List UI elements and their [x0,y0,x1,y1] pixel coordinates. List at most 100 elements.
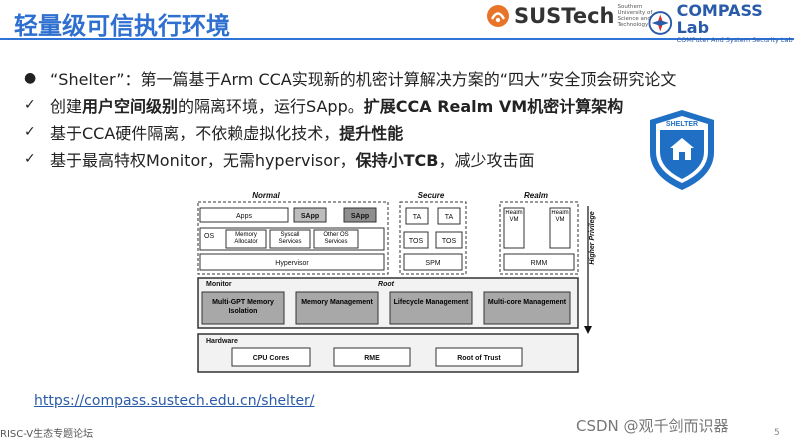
compass-logo-name: COMPASS Lab [676,1,763,37]
ta-label: TA [413,214,422,221]
monitor-label: Monitor [206,281,232,288]
title-divider [0,38,794,40]
secure-world-frame [399,201,467,275]
hypervisor-box [199,253,385,271]
rmm-label: RMM [531,260,548,267]
rme-box [333,347,411,367]
bullet-emphasis: 保持小TCB [355,150,439,170]
sapp-box [343,207,377,223]
realm-vm-box [549,207,571,249]
bullet-item: ● “Shelter”：第一篇基于Arm CCA实现新的机密计算解决方案的“四大… [24,64,676,91]
ta-box [437,207,461,225]
other-os-services-box [313,229,359,249]
multicore-management-label: Multi-core Management [487,299,567,306]
sustech-emblem-icon [487,5,509,27]
multi-gpt-wrap: Multi-GPT Memory Isolation [212,299,274,315]
realm-vm-label: Realm VM [505,210,523,223]
tos-label: TOS [409,238,424,245]
footer-watermark: CSDN @观千剑而识器 [576,417,729,435]
spm-box [403,253,463,271]
memory-management-label: Memory Management [301,299,373,306]
memory-management-wrap: Memory Management [301,299,373,306]
lifecycle-management-box [389,291,473,325]
higher-privilege-label: Higher Privilege [589,211,596,264]
bullet-item: ✓ 基于最高特权Monitor，无需hypervisor， 保持小TCB ，减少… [24,145,584,172]
lifecycle-management-wrap: Lifecycle Management [393,299,469,306]
bullet-text: 的隔离环境，运行SApp。 [178,96,364,116]
bullet-text: 创建 [50,96,83,116]
apps-label: Apps [236,213,252,220]
other-os-services-wrap: Other OS Services [323,232,349,245]
root-of-trust-box [435,347,523,367]
ta-label: TA [445,214,454,221]
hardware-label: Hardware [206,338,238,345]
footer-forum-label: RISC-V生态专题论坛 [0,429,94,440]
multi-gpt-label: Multi-GPT Memory Isolation [212,299,274,315]
compass-logo-sub: COMPuter And System Security Lab [676,36,793,44]
bullet-item: ✓ 基于CCA硬件隔离，不依赖虚拟化技术， 提升性能 [24,118,584,145]
check-icon: ✓ [24,123,36,140]
realm-vm-label: Realm VM [551,210,569,223]
page-title: 轻量级可信执行环境 [14,12,230,40]
shelter-shield-icon: SHELTER [650,110,714,190]
realm-vm-box [503,207,525,249]
other-os-services-label: Other OS Services [323,232,349,245]
sustech-logo: SUSTech Southern University of Science a… [486,4,665,28]
sapp-label: SApp [351,213,369,220]
rmm-box [503,253,575,271]
check-icon: ✓ [24,96,36,113]
root-label: Root [378,281,395,288]
memory-allocator-label: Memory Allocator [234,232,258,245]
syscall-services-wrap: Syscall Services [278,232,302,245]
shelter-architecture-diagram: Normal Secure Realm Apps SApp SApp OS Me… [197,191,596,373]
syscall-services-box [269,229,311,249]
lifecycle-management-label: Lifecycle Management [393,299,469,306]
multicore-management-box [483,291,571,325]
shelter-url-link[interactable]: https://compass.sustech.edu.cn/shelter/ [34,393,315,409]
page-number: 5 [774,428,780,438]
normal-world-frame [197,201,389,275]
bullet-text: 基于CCA硬件隔离，不依赖虚拟化技术， [50,123,340,143]
memory-allocator-wrap: Memory Allocator [234,232,258,245]
syscall-services-label: Syscall Services [278,232,302,245]
cpu-cores-box [231,347,311,367]
tos-label: TOS [442,238,457,245]
bullet-list: ● “Shelter”：第一篇基于Arm CCA实现新的机密计算解决方案的“四大… [24,64,676,172]
realm-vm-wrap: Realm VM [505,210,523,223]
memory-management-box [295,291,379,325]
compass-lab-logo: COMPASS Lab COMPuter And System Security… [648,2,794,44]
bullet-text: ，减少攻击面 [438,150,535,170]
column-normal-label: Normal [252,191,280,200]
sustech-logo-name: SUSTech [514,4,615,28]
root-of-trust-label: Root of Trust [457,355,501,362]
memory-allocator-box [225,229,267,249]
hypervisor-label: Hypervisor [275,260,309,267]
realm-vm-wrap: Realm VM [551,210,569,223]
shield-label: SHELTER [666,121,698,128]
column-secure-label: Secure [418,191,445,200]
apps-box [199,207,289,223]
bullet-text: “Shelter”：第一篇基于Arm CCA实现新的机密计算解决方案的“四大”安… [50,69,677,89]
bullet-text: 基于最高特权Monitor，无需hypervisor， [50,150,356,170]
check-icon: ✓ [24,150,36,167]
tos-box [403,231,429,249]
privilege-arrow-head-icon [584,326,592,334]
sapp-box [293,207,327,223]
cpu-cores-label: CPU Cores [253,355,290,362]
sapp-label: SApp [301,213,319,220]
bullet-emphasis: 用户空间级别 [82,96,179,116]
spm-label: SPM [425,260,440,267]
bullet-emphasis: 提升性能 [339,123,404,143]
multicore-management-wrap: Multi-core Management [487,299,567,306]
os-label: OS [204,233,214,240]
bullet-emphasis: 扩展CCA Realm VM机密计算架构 [363,96,624,116]
rme-label: RME [364,355,380,362]
bullet-dot-icon: ● [24,69,37,86]
tos-box [435,231,463,249]
ta-box [405,207,429,225]
column-realm-label: Realm [524,191,548,200]
bullet-item: ✓ 创建 用户空间级别 的隔离环境，运行SApp。 扩展CCA Realm VM… [24,91,623,118]
compass-icon [648,11,673,35]
multi-gpt-box [201,291,285,325]
sustech-logo-sub: Southern University of Science and Techn… [617,4,653,28]
